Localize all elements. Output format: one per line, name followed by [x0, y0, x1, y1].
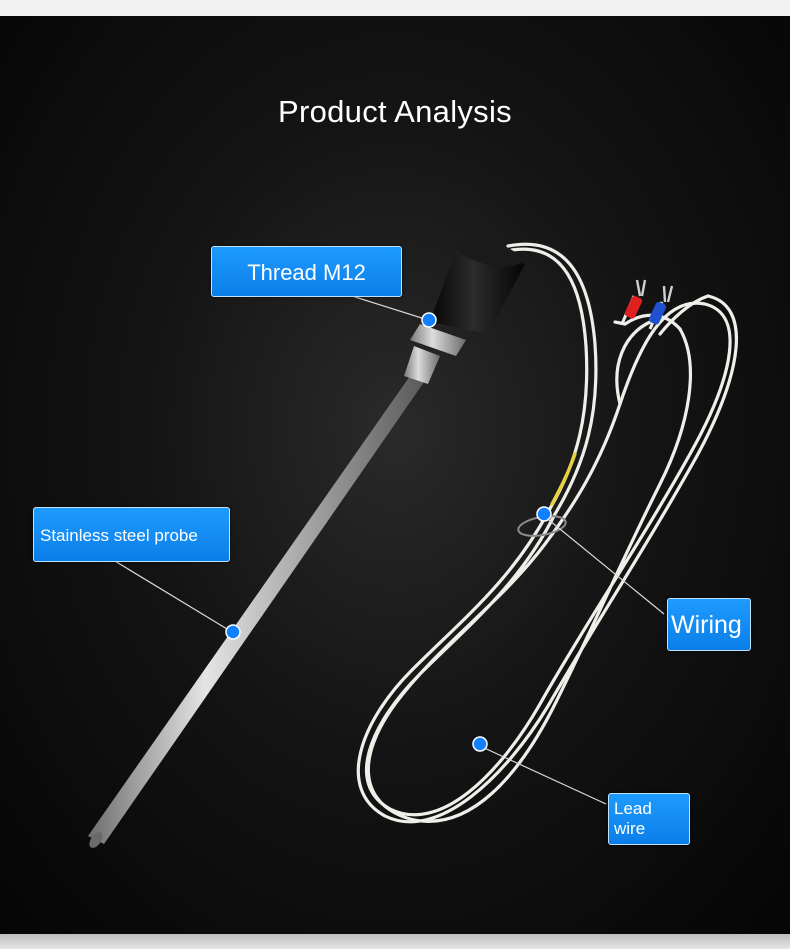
yellow-wire	[550, 452, 577, 506]
thread-label: Thread M12	[211, 246, 402, 297]
lead-wire-label: Lead wire	[608, 793, 690, 845]
lead-wire	[356, 242, 738, 824]
probe	[88, 241, 525, 848]
bottom-strip	[0, 934, 790, 949]
callout-dot-icon	[225, 312, 552, 752]
lead-wire-label-line2: wire	[614, 819, 646, 838]
lead-wire-label-line1: Lead	[614, 799, 652, 818]
page-title: Product Analysis	[278, 94, 512, 129]
callout-lines	[99, 288, 665, 805]
wiring-label: Wiring	[667, 598, 751, 651]
probe-label: Stainless steel probe	[33, 507, 230, 562]
wire-terminals	[620, 279, 674, 330]
